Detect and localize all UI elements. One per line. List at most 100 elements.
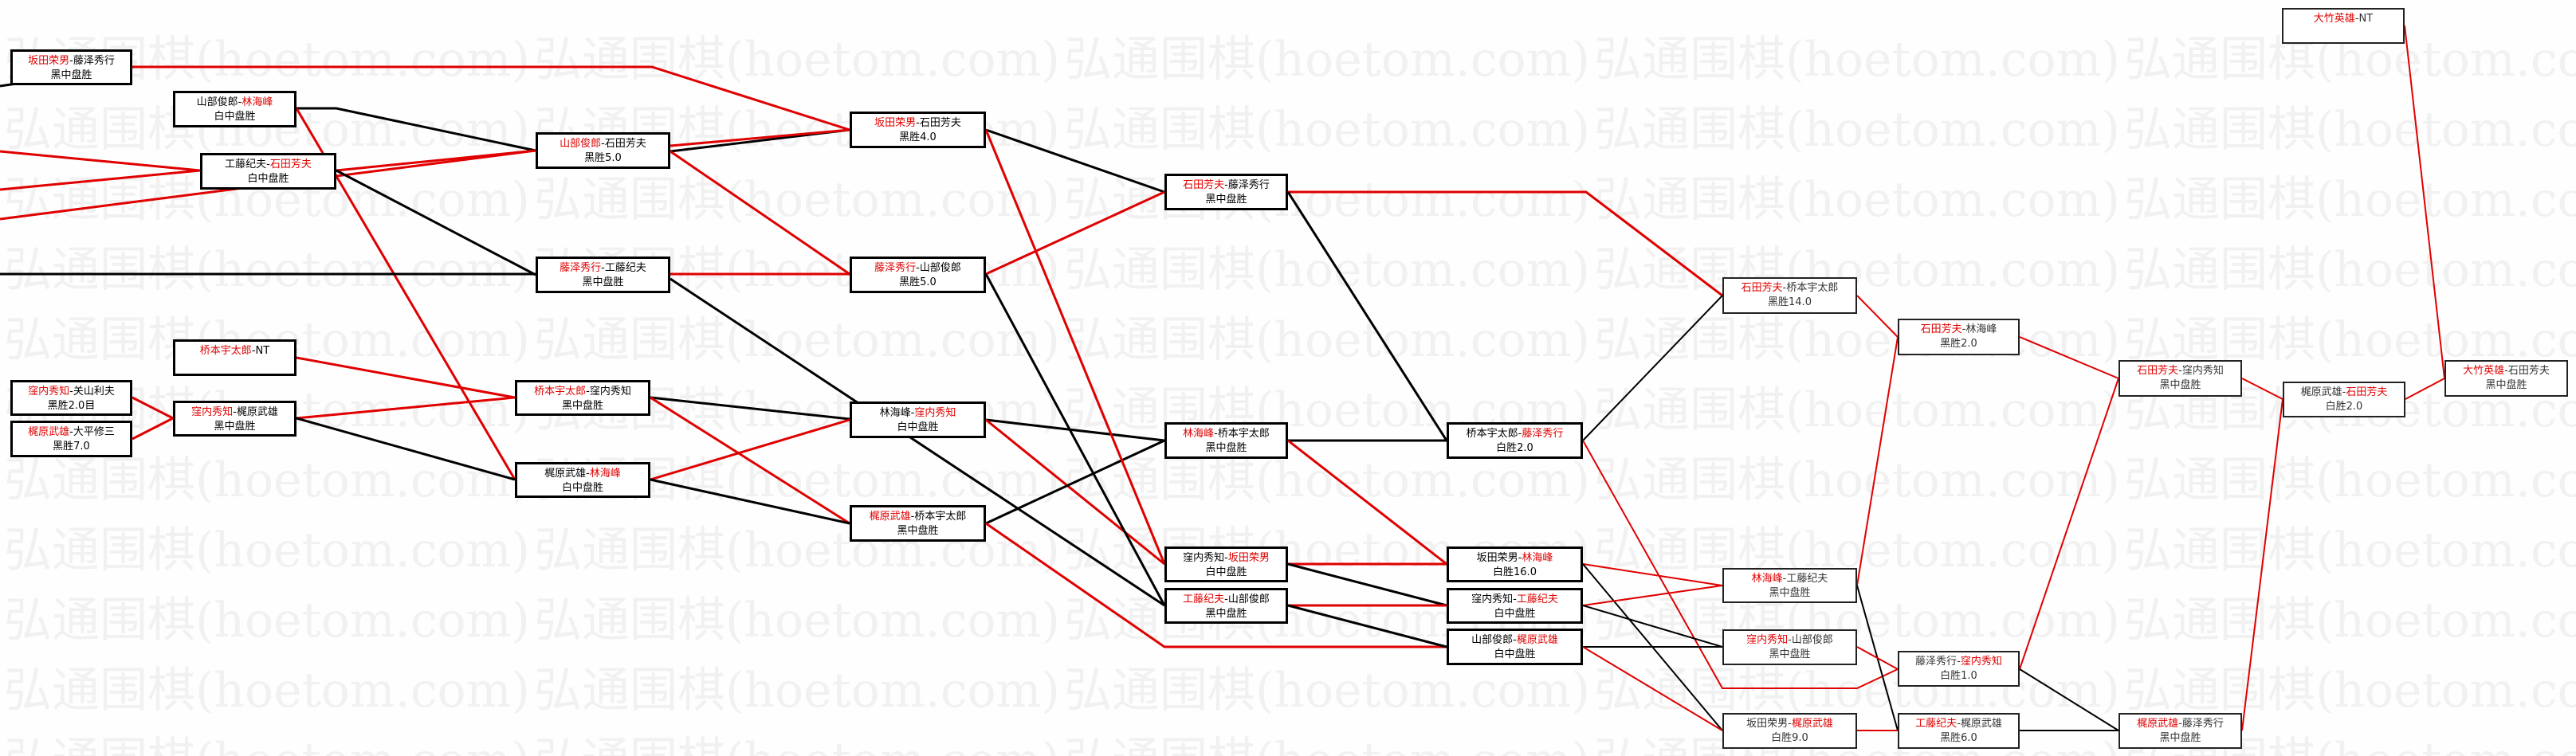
player-white: 工藤纪夫 xyxy=(1516,593,1558,605)
game-players: 大竹英雄-NT xyxy=(2283,12,2403,26)
game-box[interactable]: 梶原武雄-林海峰白中盘胜 xyxy=(515,462,650,498)
game-box[interactable]: 梶原武雄-藤泽秀行黑中盘胜 xyxy=(2119,713,2242,749)
game-box[interactable]: 大竹英雄-NT xyxy=(2282,8,2405,44)
game-box[interactable]: 梶原武雄-大平修三黑胜7.0 xyxy=(10,421,132,457)
game-players: 梶原武雄-大平修三 xyxy=(13,425,130,440)
separator: - xyxy=(2504,365,2508,377)
game-box[interactable]: 工藤纪夫-石田芳夫白中盘胜 xyxy=(200,153,336,190)
separator: - xyxy=(1957,656,1961,668)
player-white: 石田芳夫 xyxy=(2346,386,2388,398)
game-box[interactable]: 坂田荣男-石田芳夫黑胜4.0 xyxy=(850,112,986,148)
winner-advance-line xyxy=(985,418,1165,566)
game-result: 白中盘胜 xyxy=(1494,608,1536,620)
player-white: 桥本宇太郎 xyxy=(1786,282,1839,294)
game-box[interactable]: 石田芳夫-林海峰黑胜2.0 xyxy=(1898,319,2020,355)
game-box[interactable]: 窪内秀知-梶原武雄黑中盘胜 xyxy=(173,401,296,437)
game-players: 藤泽秀行-山部俊郎 xyxy=(852,261,984,276)
watermark-text: 弘通围棋(hoetom.com) xyxy=(4,663,530,719)
game-players: 坂田荣男-藤泽秀行 xyxy=(13,54,130,69)
watermark-text: 弘通围棋(hoetom.com) xyxy=(1064,32,1590,88)
game-box[interactable]: 藤泽秀行-山部俊郎黑胜5.0 xyxy=(850,257,986,293)
player-black: 窪内秀知 xyxy=(1183,552,1225,564)
game-result: 黑中盘胜 xyxy=(1205,608,1247,620)
player-white: 山部俊郎 xyxy=(919,262,961,274)
game-box[interactable]: 藤泽秀行-工藤纪夫黑中盘胜 xyxy=(536,257,670,293)
separator: - xyxy=(1224,179,1228,191)
game-box[interactable]: 林海峰-工藤纪夫黑中盘胜 xyxy=(1722,568,1857,603)
winner-advance-line xyxy=(2019,336,2119,379)
player-black: 山部俊郎 xyxy=(560,138,602,150)
player-white: 工藤纪夫 xyxy=(604,262,646,274)
watermark-text: 弘通围棋(hoetom.com) xyxy=(2124,32,2576,88)
game-box[interactable]: 山部俊郎-梶原武雄白中盘胜 xyxy=(1447,629,1583,665)
game-box[interactable]: 山部俊郎-林海峰白中盘胜 xyxy=(173,91,296,127)
player-black: 坂田荣男 xyxy=(874,117,917,129)
separator: - xyxy=(1782,282,1787,294)
game-box[interactable]: 坂田荣男-梶原武雄白胜9.0 xyxy=(1722,713,1857,749)
game-box[interactable]: 梶原武雄-石田芳夫白胜2.0 xyxy=(2283,382,2405,417)
watermark-text: 弘通围棋(hoetom.com) xyxy=(2124,172,2576,228)
player-black: 窪内秀知 xyxy=(191,406,234,418)
game-players: 桥本宇太郎-NT xyxy=(175,344,294,358)
game-box[interactable]: 梶原武雄-桥本宇太郎黑中盘胜 xyxy=(850,505,986,542)
game-box[interactable]: 林海峰-桥本宇太郎黑中盘胜 xyxy=(1164,422,1288,459)
game-box[interactable]: 桥本宇太郎-NT xyxy=(173,339,296,376)
loser-line xyxy=(984,273,1166,606)
game-box[interactable]: 窪内秀知-坂田荣男白中盘胜 xyxy=(1164,546,1288,582)
game-box[interactable]: 大竹英雄-石田芳夫黑中盘胜 xyxy=(2444,360,2568,397)
separator: - xyxy=(238,96,242,108)
winner-advance-line xyxy=(2241,398,2283,731)
player-white: 石田芳夫 xyxy=(604,138,646,150)
winner-advance-line xyxy=(1582,563,1723,586)
game-players: 坂田荣男-林海峰 xyxy=(1449,551,1581,566)
player-black: 山部俊郎 xyxy=(196,96,238,108)
game-box[interactable]: 石田芳夫-藤泽秀行黑中盘胜 xyxy=(1164,174,1288,210)
game-box[interactable]: 石田芳夫-窪内秀知黑中盘胜 xyxy=(2119,360,2242,397)
loser-line xyxy=(1287,604,1447,648)
player-black: 石田芳夫 xyxy=(1741,282,1783,294)
game-box[interactable]: 工藤纪夫-梶原武雄黑胜6.0 xyxy=(1898,713,2020,749)
game-box[interactable]: 窪内秀知-工藤纪夫白中盘胜 xyxy=(1447,588,1583,624)
separator: - xyxy=(916,262,920,274)
player-white: 林海峰 xyxy=(1965,323,1997,335)
game-box[interactable]: 石田芳夫-桥本宇太郎黑胜14.0 xyxy=(1722,277,1857,314)
winner-advance-line xyxy=(336,149,536,172)
watermark-text: 弘通围棋(hoetom.com) xyxy=(2124,452,2576,508)
player-white: 林海峰 xyxy=(242,96,273,108)
separator: - xyxy=(1788,718,1792,730)
winner-advance-line xyxy=(132,65,850,131)
game-result: 黑中盘胜 xyxy=(897,525,939,537)
player-black: 窪内秀知 xyxy=(1471,593,1514,605)
watermark-text: 弘通围棋(hoetom.com) xyxy=(2124,242,2576,298)
game-box[interactable]: 坂田荣男-藤泽秀行黑中盘胜 xyxy=(10,49,132,85)
separator: - xyxy=(266,159,270,170)
game-box[interactable]: 藤泽秀行-窪内秀知白胜1.0 xyxy=(1898,651,2020,687)
game-box[interactable]: 窪内秀知-山部俊郎黑中盘胜 xyxy=(1722,629,1857,665)
player-white: 桥本宇太郎 xyxy=(914,511,967,523)
game-box[interactable]: 桥本宇太郎-窪内秀知黑中盘胜 xyxy=(515,380,650,416)
player-white: 梶原武雄 xyxy=(1791,718,1833,730)
player-white: 石田芳夫 xyxy=(269,159,312,170)
game-box[interactable]: 桥本宇太郎-藤泽秀行白胜2.0 xyxy=(1447,422,1583,459)
game-box[interactable]: 工藤纪夫-山部俊郎黑中盘胜 xyxy=(1164,588,1288,624)
separator: - xyxy=(916,117,920,129)
watermark-text: 弘通围棋(hoetom.com) xyxy=(2124,593,2576,648)
player-white: 窪内秀知 xyxy=(589,386,631,398)
loser-line xyxy=(985,439,1165,525)
separator: - xyxy=(2178,365,2182,377)
game-box[interactable]: 山部俊郎-石田芳夫黑胜5.0 xyxy=(536,132,670,169)
game-players: 山部俊郎-梶原武雄 xyxy=(1449,633,1581,648)
game-box[interactable]: 林海峰-窪内秀知白中盘胜 xyxy=(850,402,986,438)
separator: - xyxy=(910,511,915,523)
player-black: 工藤纪夫 xyxy=(1915,718,1958,730)
game-result: 黑胜6.0 xyxy=(1940,732,1977,744)
game-players: 窪内秀知-山部俊郎 xyxy=(1724,633,1855,648)
game-box[interactable]: 坂田荣男-林海峰白胜16.0 xyxy=(1447,546,1583,582)
winner-advance-line xyxy=(985,190,1165,276)
loser-line xyxy=(670,277,1165,607)
game-players: 藤泽秀行-窪内秀知 xyxy=(1899,655,2018,669)
game-box[interactable]: 窪内秀知-关山利夫黑胜2.0目 xyxy=(10,380,132,416)
player-white: 藤泽秀行 xyxy=(1522,428,1564,440)
separator: - xyxy=(601,262,605,274)
watermark-text: 弘通围棋(hoetom.com) xyxy=(1594,312,2120,368)
